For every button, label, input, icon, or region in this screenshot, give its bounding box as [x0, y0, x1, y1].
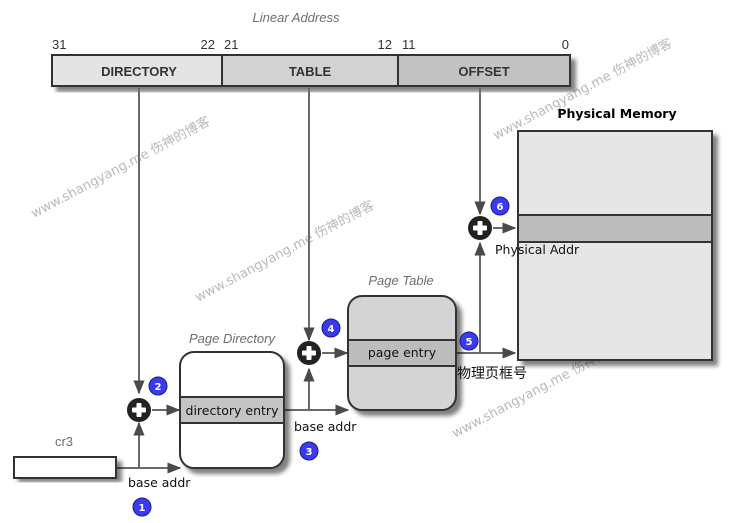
base-addr-label-cr3: base addr [128, 475, 191, 490]
bit-label-31: 31 [52, 37, 66, 52]
connectors [117, 88, 517, 474]
svg-text:3: 3 [306, 447, 313, 458]
cr3-register [13, 456, 117, 479]
page-directory-title: Page Directory [189, 331, 276, 346]
linear-address-title: Linear Address [253, 10, 340, 25]
bit-label-12: 12 [378, 37, 392, 52]
svg-text:4: 4 [328, 324, 335, 335]
physical-memory-title: Physical Memory [557, 106, 676, 121]
svg-text:5: 5 [466, 337, 473, 348]
adder-physical [468, 216, 492, 240]
physical-memory [517, 130, 713, 361]
segment-offset-label: OFFSET [458, 64, 509, 79]
physical-addr-label: Physical Addr [495, 242, 580, 257]
svg-text:1: 1 [139, 503, 146, 514]
step-badge-3: 3 [299, 441, 319, 461]
directory-entry-label: directory entry [186, 403, 280, 418]
segment-table-label: TABLE [289, 64, 332, 79]
bit-label-22: 22 [201, 37, 215, 52]
segment-directory [51, 54, 223, 87]
step-badge-2: 2 [148, 376, 168, 396]
page-entry-label: page entry [368, 345, 437, 360]
physical-memory-target-row [517, 214, 713, 243]
page-table-title: Page Table [368, 273, 433, 288]
base-addr-label-directory: base addr [294, 419, 357, 434]
svg-text:2: 2 [155, 382, 162, 393]
adder-directory [127, 398, 151, 422]
page-frame-number-label: 物理页框号 [457, 366, 527, 382]
page-table [347, 295, 457, 411]
step-badge-6: 6 [490, 196, 510, 216]
adder-table [297, 341, 321, 365]
linear-address-bar [51, 54, 571, 87]
directory-entry-row [179, 396, 285, 424]
cr3-label: cr3 [55, 434, 73, 449]
watermark: www.shangyang.me 伤神的博客 [28, 113, 212, 221]
bit-label-21: 21 [224, 37, 238, 52]
step-badge-5: 5 [459, 331, 479, 351]
watermark: www.shangyang.me 伤神的博客 [490, 35, 674, 143]
watermark: www.shangyang.me 伤神的博客 [192, 197, 376, 305]
svg-text:6: 6 [497, 202, 504, 213]
segment-offset [397, 54, 571, 87]
segment-directory-label: DIRECTORY [101, 64, 177, 79]
bit-label-0: 0 [562, 37, 569, 52]
page-directory [179, 351, 285, 469]
page-entry-row [347, 339, 457, 367]
step-badge-4: 4 [321, 318, 341, 338]
bit-label-11: 11 [402, 37, 416, 52]
segment-table [221, 54, 399, 87]
step-badge-1: 1 [132, 497, 152, 517]
